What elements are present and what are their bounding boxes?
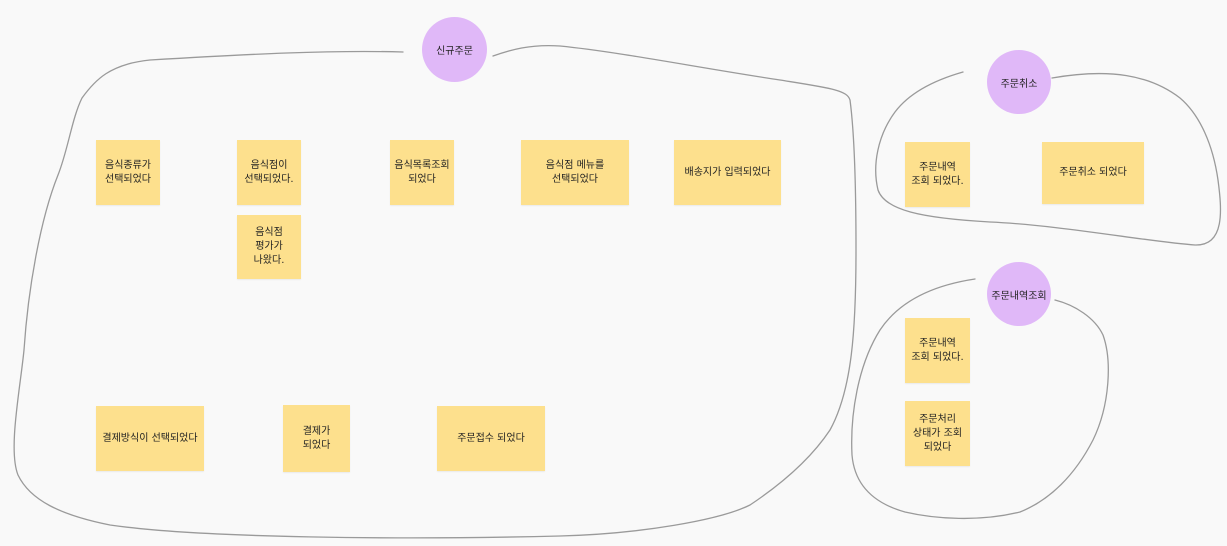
sticky-note[interactable]: 결제방식이 선택되었다 <box>96 406 204 471</box>
sticky-note[interactable]: 음식점 평가가 나왔다. <box>237 215 301 279</box>
sticky-note[interactable]: 주문내역 조회 되었다. <box>905 142 970 207</box>
order-history-title-circle[interactable]: 주문내역조회 <box>987 262 1051 326</box>
sticky-note[interactable]: 주문처리 상태가 조회 되었다 <box>905 401 970 466</box>
cancel-order-boundary <box>875 71 1222 246</box>
sticky-note[interactable]: 주문접수 되었다 <box>437 406 545 471</box>
sticky-note[interactable]: 주문내역 조회 되었다. <box>905 318 970 383</box>
sticky-note[interactable]: 음식목록조회 되었다 <box>390 140 454 205</box>
cancel-order-title-circle[interactable]: 주문취소 <box>987 50 1051 114</box>
new-order-title-circle[interactable]: 신규주문 <box>422 17 487 82</box>
sticky-note[interactable]: 주문취소 되었다 <box>1042 142 1144 204</box>
sticky-note[interactable]: 배송지가 입력되었다 <box>674 140 781 205</box>
sticky-note[interactable]: 음식점 메뉴를 선택되었다 <box>521 140 629 205</box>
sticky-note[interactable]: 음식종류가 선택되었다 <box>96 140 160 205</box>
sticky-note[interactable]: 음식점이 선택되었다. <box>237 140 301 205</box>
sticky-note[interactable]: 결제가 되었다 <box>283 405 350 472</box>
new-order-boundary <box>13 44 857 539</box>
order-history-boundary <box>851 278 1109 520</box>
